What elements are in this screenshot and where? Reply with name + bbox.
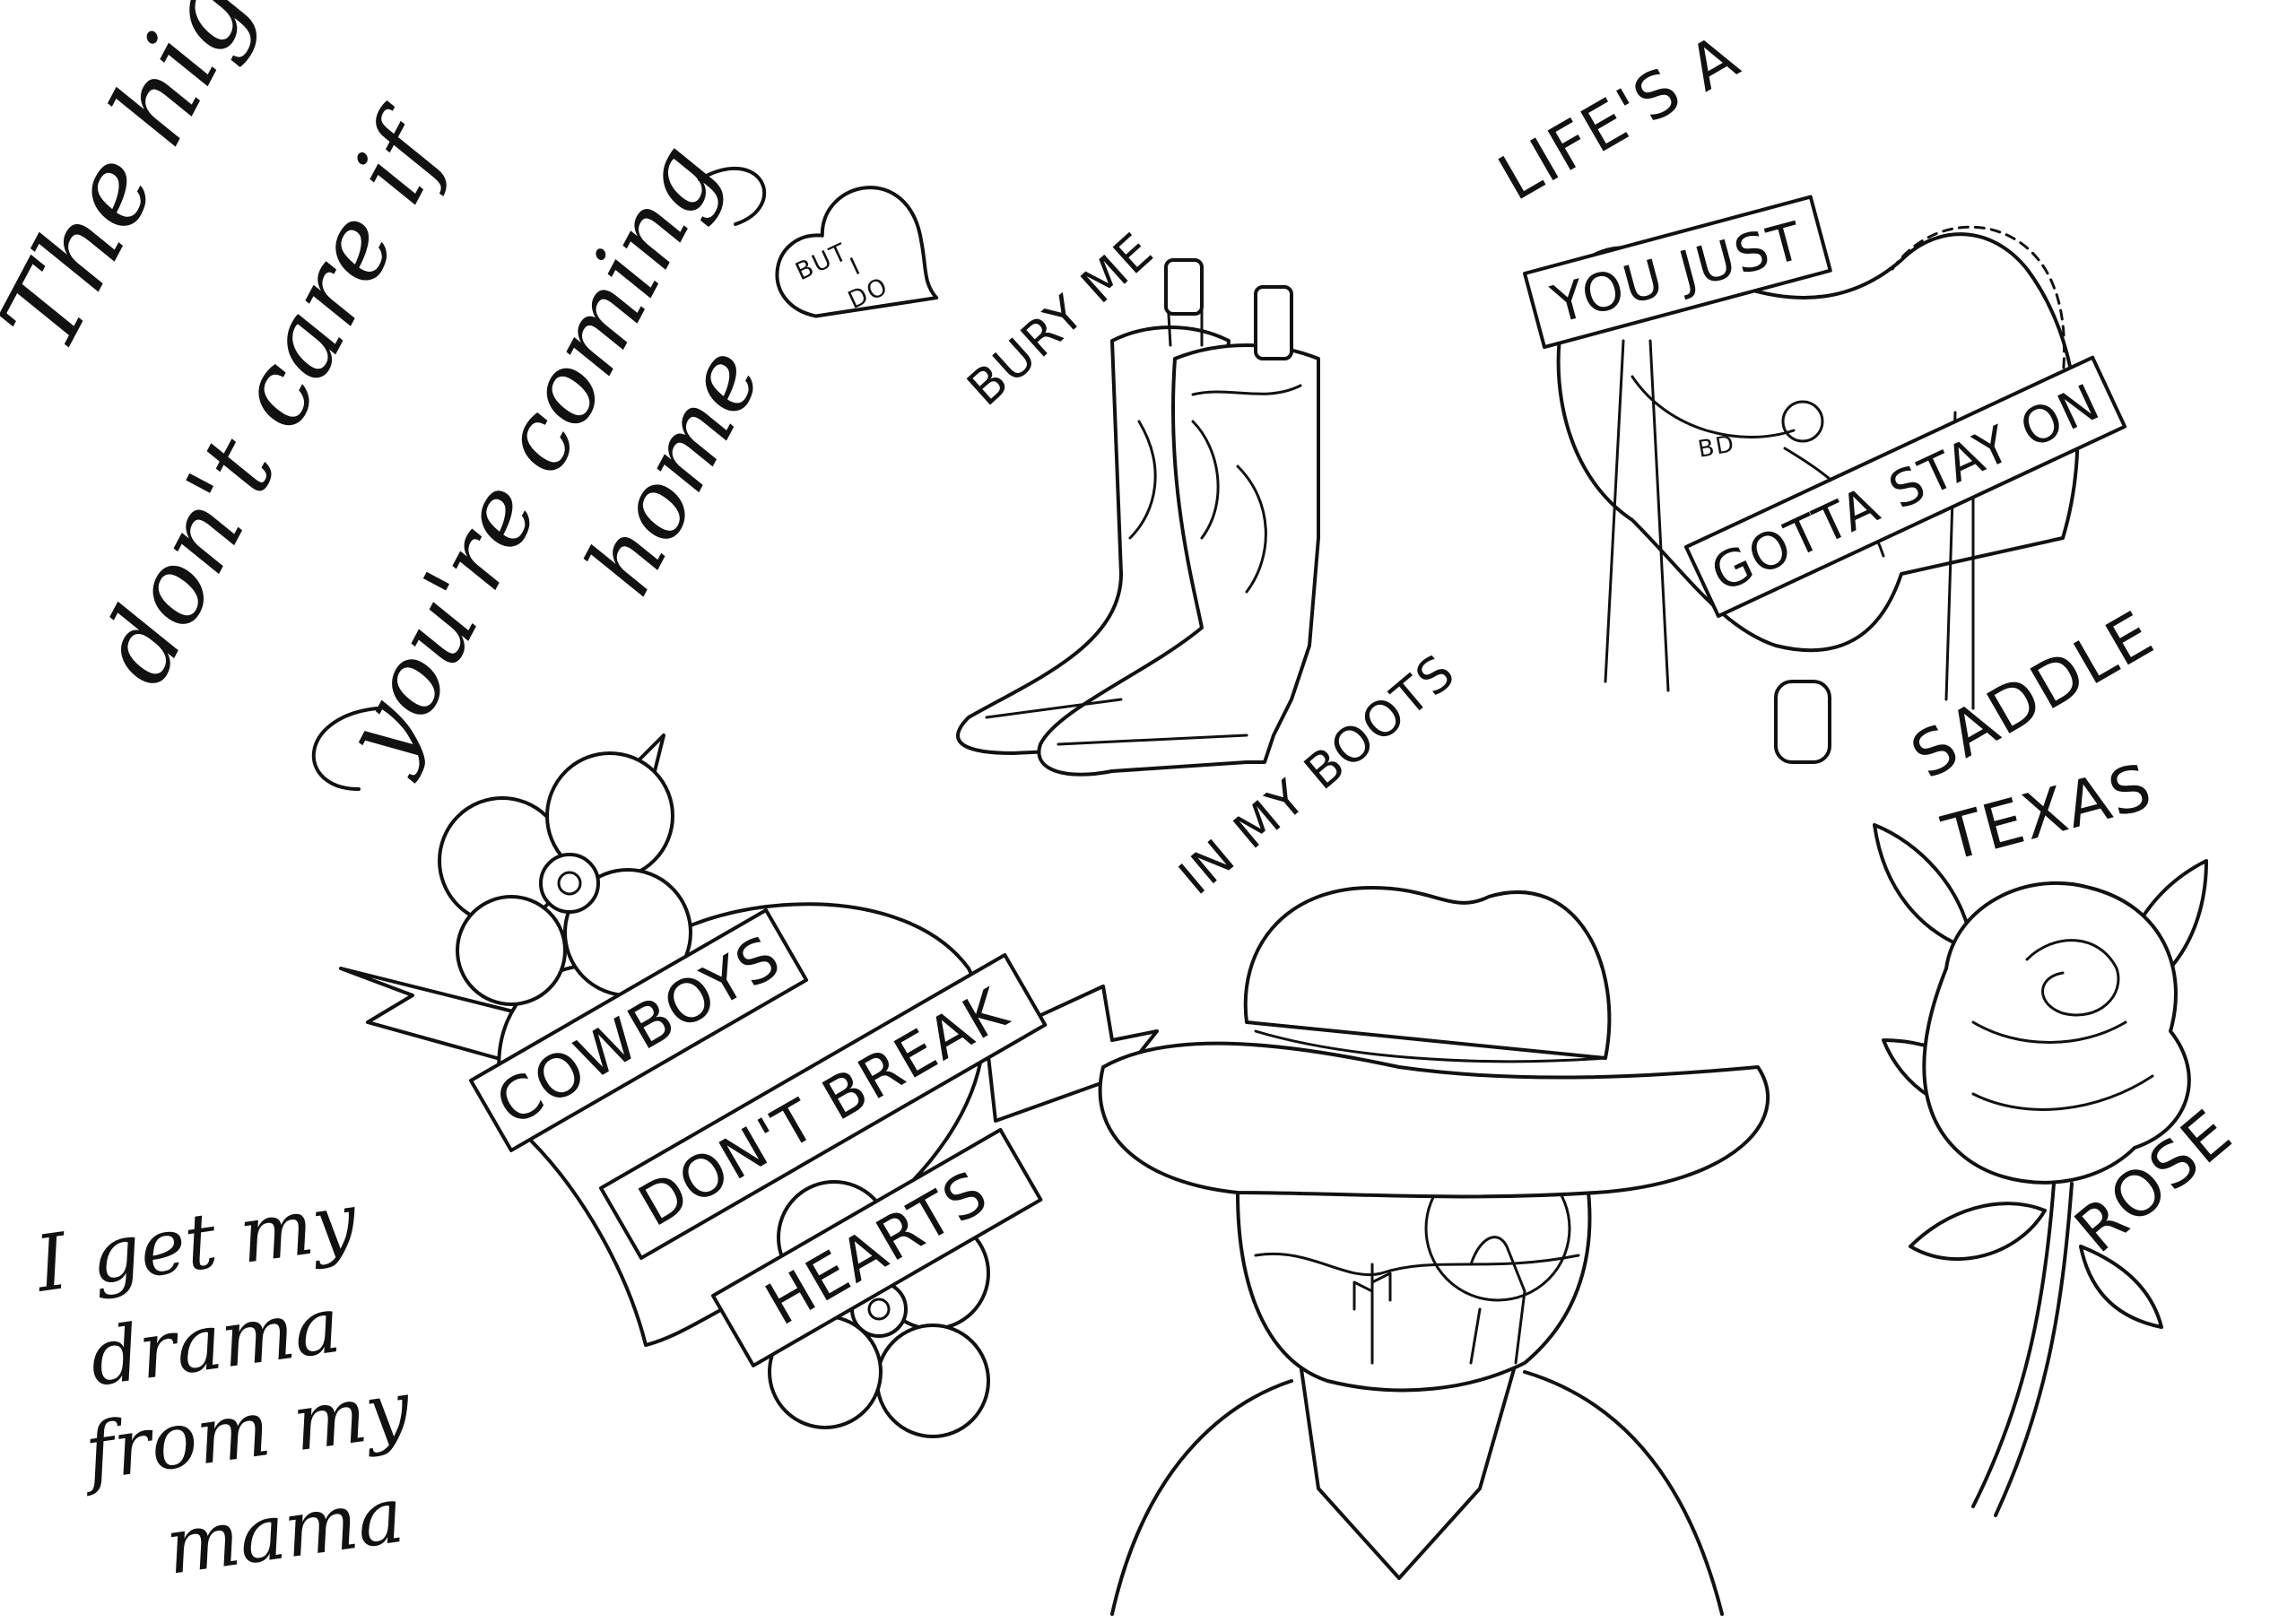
drama-line-4: mama	[161, 1471, 409, 1593]
cowboy-face	[1236, 1182, 1592, 1393]
saddle-design: LIFE'S A YOU JUST BD GOTTA STAY ON SADDL…	[1487, 20, 2167, 794]
left-streamer	[339, 967, 531, 1069]
rose-icon	[1873, 823, 2208, 1517]
boots-design: BURY ME IN MY BOOTS	[956, 221, 1466, 906]
heart-badge: BUT I DO	[775, 186, 939, 318]
cowboy-hat-icon	[1098, 886, 1770, 1199]
cowboy-design	[1098, 886, 1770, 1616]
cowboy-boots-icon	[956, 258, 1320, 777]
saddle-top-text: LIFE'S A	[1487, 20, 1752, 215]
rose-design: TEXAS ROSE	[1873, 750, 2246, 1517]
cowboy-collar	[1299, 1361, 1518, 1580]
cowboy-shoulders	[1110, 1370, 1724, 1616]
highway-flourish	[311, 166, 766, 791]
saddle-mark: BD	[1696, 430, 1737, 464]
right-streamer	[985, 985, 1159, 1123]
script-lyric-highway: The highway don't care if you're coming …	[0, 0, 783, 791]
heart-banner-design: COWBOYS DON'T BREAK HEARTS	[339, 733, 1159, 1438]
flower-icon	[438, 733, 692, 1006]
script-lyric-drama: I get my drama from my mama	[29, 1176, 416, 1593]
heart-icon	[775, 186, 939, 318]
